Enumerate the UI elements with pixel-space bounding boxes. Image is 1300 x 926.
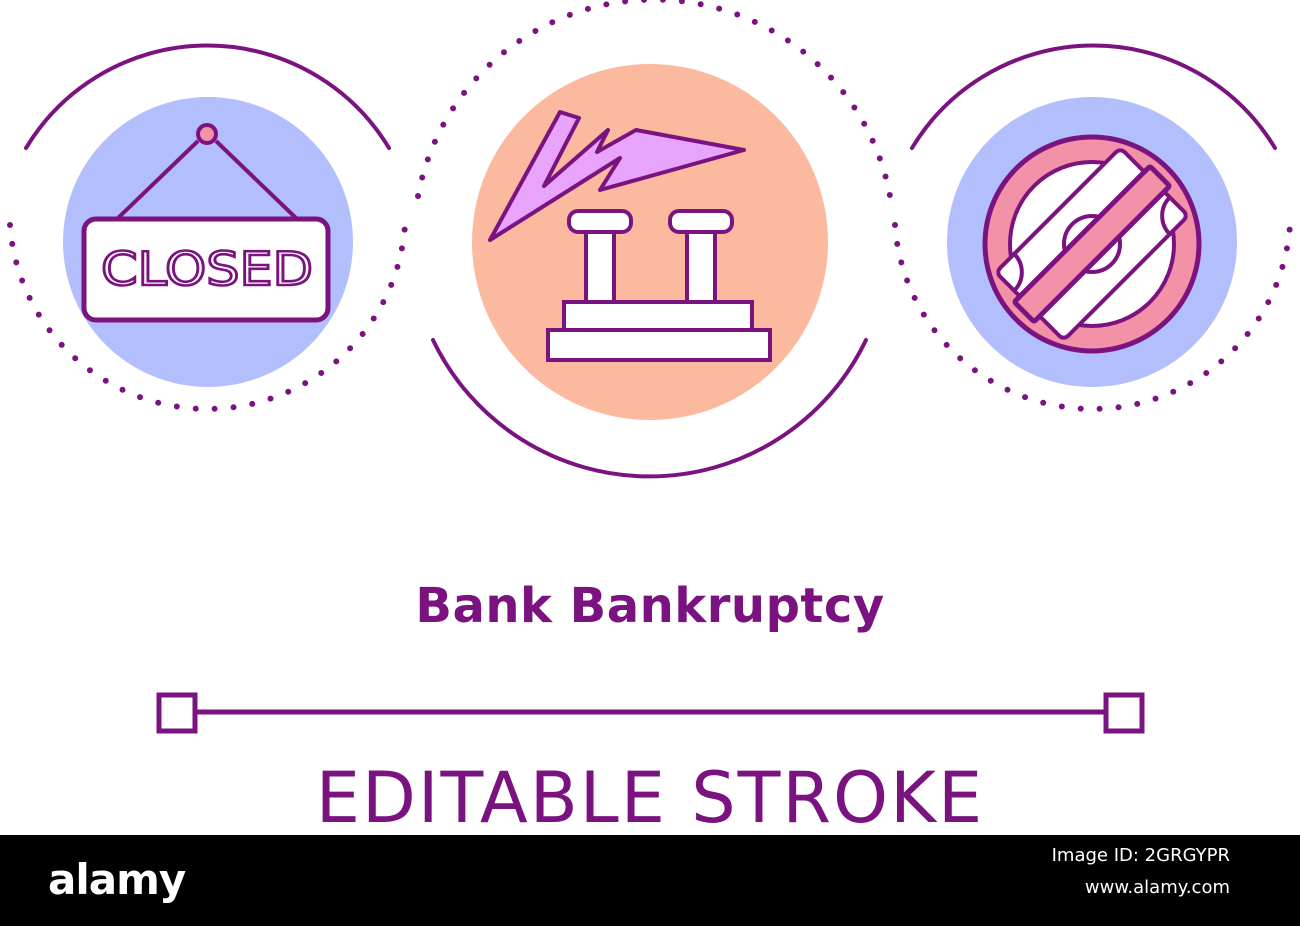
bank-base-upper <box>562 300 754 332</box>
sign-string-left <box>115 139 200 221</box>
editable-stroke-label: EDITABLE STROKE <box>315 757 985 839</box>
sign-hook <box>196 123 218 145</box>
closed-sign-board <box>81 216 331 323</box>
column-left-capital <box>567 209 633 234</box>
banknote-corner-br <box>1160 195 1172 236</box>
broken-arrow-icon <box>488 110 746 242</box>
prohibition-slash <box>1012 164 1172 324</box>
image-id: Image ID: 2GRGYPR <box>1051 845 1230 866</box>
stroke-handle-right <box>1103 692 1145 734</box>
brand-logo: alamy <box>48 855 186 904</box>
stroke-handle-left <box>156 692 198 734</box>
bank-collapse-group <box>415 0 893 479</box>
column-left-shaft <box>584 230 616 304</box>
left-outer-arc <box>24 43 391 150</box>
concept-title: Bank Bankruptcy <box>415 578 885 634</box>
column-right-capital <box>668 209 734 234</box>
stroke-demo-line <box>156 692 1145 734</box>
banknote-corner-tl <box>1012 252 1024 293</box>
footer-url: www.alamy.com <box>1084 877 1230 898</box>
stock-footer: alamy Image ID: 2GRGYPR www.alamy.com <box>0 835 1300 926</box>
closed-sign-group: CLOSED <box>7 43 408 412</box>
closed-sign-text: CLOSED <box>101 242 313 296</box>
middle-peach-disc <box>472 64 828 420</box>
right-outer-arc <box>910 43 1277 150</box>
bank-base-lower <box>546 328 772 362</box>
middle-outer-arc <box>431 338 868 479</box>
sign-string-right <box>214 139 299 221</box>
no-money-group <box>892 43 1293 412</box>
concept-illustration: CLOSED <box>7 0 1293 734</box>
column-right-shaft <box>685 230 717 304</box>
